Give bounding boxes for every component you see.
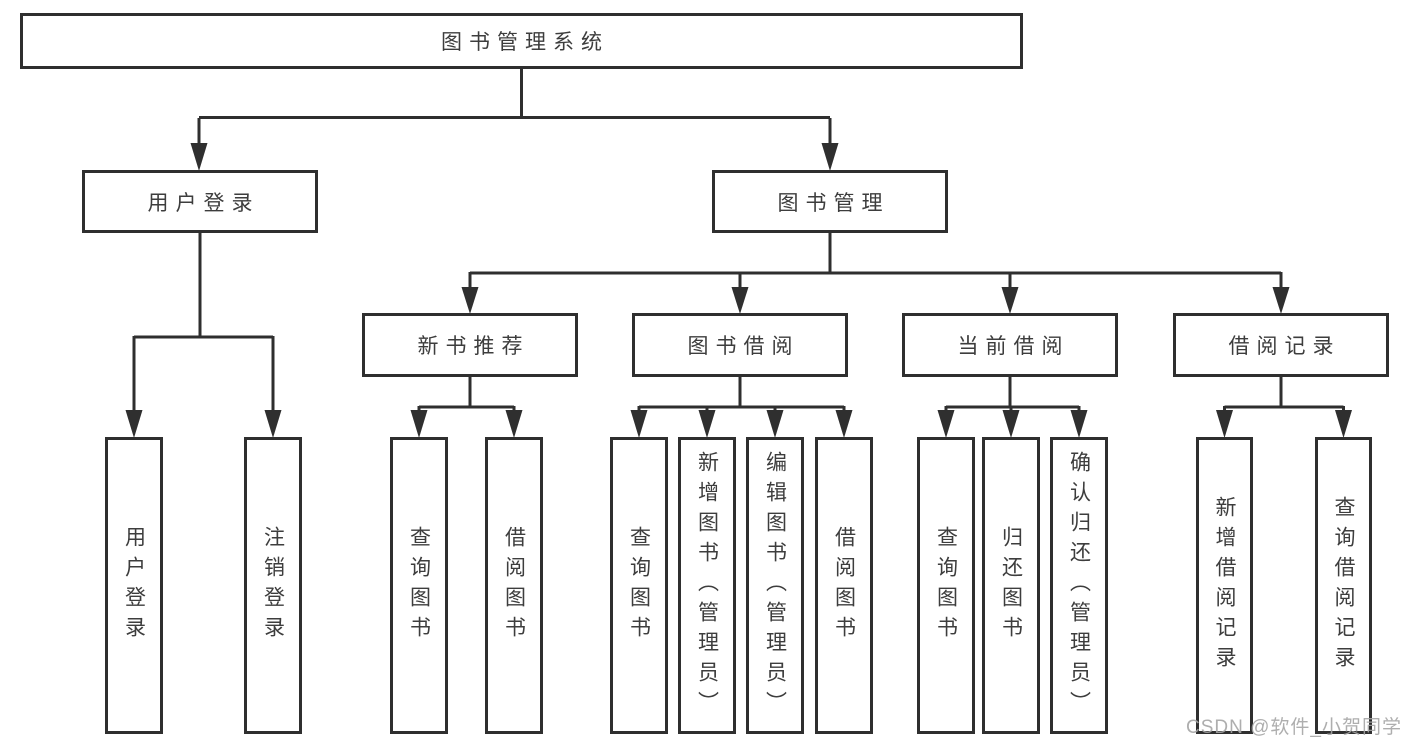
- leaf-query-books-current: 查询图书: [917, 437, 975, 734]
- leaf-return-book: 归还图书: [982, 437, 1040, 734]
- leaf-edit-book-admin: 编辑图书（管理员）: [746, 437, 804, 734]
- csdn-watermark: CSDN @软件_小贺同学: [1186, 717, 1402, 738]
- leaf-user-login: 用户登录: [105, 437, 163, 734]
- arrowheads: [125, 143, 1352, 438]
- node-new-book-recommend: 新书推荐: [362, 313, 578, 377]
- leaf-logout: 注销登录: [244, 437, 302, 734]
- leaf-borrow-books: 借阅图书: [815, 437, 873, 734]
- leaf-add-book-admin: 新增图书（管理员）: [678, 437, 736, 734]
- leaf-confirm-return-admin: 确认归还（管理员）: [1050, 437, 1108, 734]
- node-user-login: 用户登录: [82, 170, 318, 233]
- leaf-query-books-borrow: 查询图书: [610, 437, 668, 734]
- leaf-add-borrow-record: 新增借阅记录: [1196, 437, 1253, 734]
- node-borrow-records: 借阅记录: [1173, 313, 1389, 377]
- node-book-borrow: 图书借阅: [632, 313, 848, 377]
- node-root: 图书管理系统: [20, 13, 1023, 69]
- leaf-query-borrow-record: 查询借阅记录: [1315, 437, 1372, 734]
- node-book-management: 图书管理: [712, 170, 948, 233]
- node-current-borrow: 当前借阅: [902, 313, 1118, 377]
- leaf-query-books-recommend: 查询图书: [390, 437, 448, 734]
- leaf-borrow-books-recommend: 借阅图书: [485, 437, 543, 734]
